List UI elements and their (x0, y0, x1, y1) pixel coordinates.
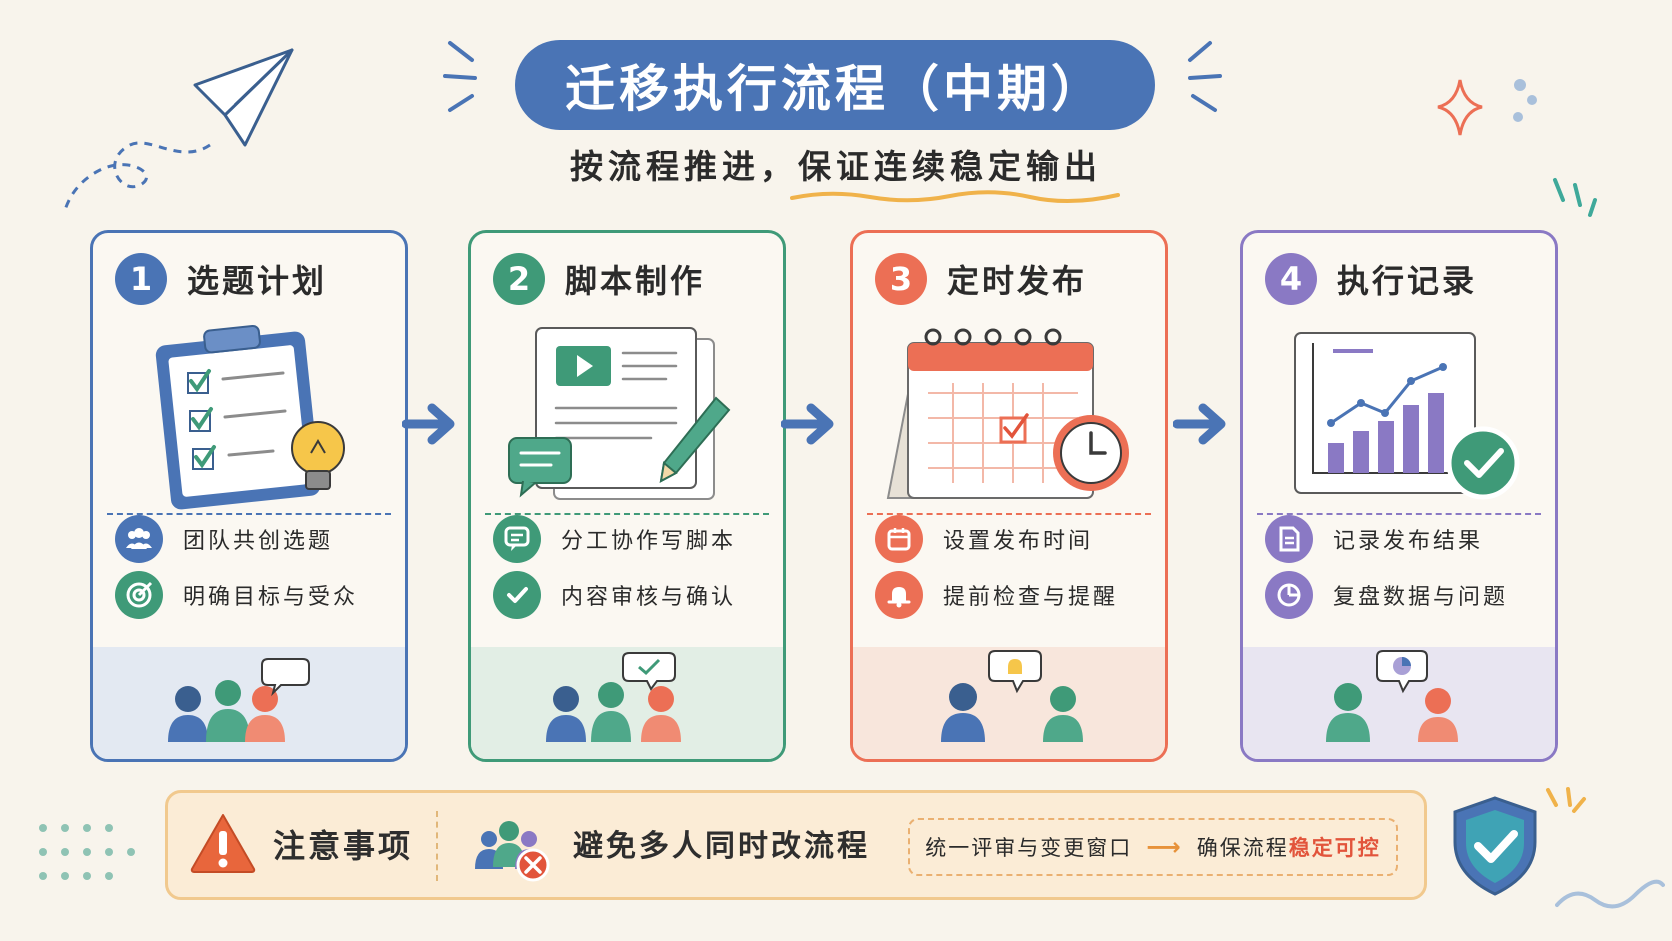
calendar-clock-icon (886, 328, 1129, 499)
notice-box-left: 统一评审与变更窗口 (925, 836, 1133, 860)
step-3-item-1: 设置发布时间 (943, 529, 1094, 554)
step-2-item-2: 内容审核与确认 (561, 585, 737, 610)
step-number-1: 1 (115, 253, 167, 305)
sparkle-lines-yellow-icon (1546, 787, 1586, 813)
sparkle-lines-right-icon (1188, 41, 1222, 112)
notice-detail-box: 统一评审与变更窗口 ⟶ 确保流程稳定可控 (908, 818, 1398, 876)
wave-line-decoration (1555, 879, 1665, 909)
team-icon (115, 515, 163, 563)
step-4-item-2: 复盘数据与问题 (1333, 585, 1509, 610)
notice-box-right: 确保流程 (1196, 836, 1289, 860)
notice-divider (436, 811, 438, 881)
script-document-icon (508, 327, 731, 500)
right-arrow-icon: ⟶ (1146, 833, 1183, 861)
clipboard-checklist-icon (155, 324, 345, 510)
step-title-3: 定时发布 (947, 262, 1088, 300)
notice-bar: 注意事项 避免多人同时改流程 统一评审与变更窗口 ⟶ 确保流程稳定可控 (165, 790, 1427, 900)
team-people-illustration (471, 647, 783, 759)
step-card-1: 1 选题计划 团队共创选题 明确目标与受众 (90, 230, 408, 762)
team-people-illustration (93, 647, 405, 759)
notice-main-text: 避免多人同时改流程 (573, 829, 870, 864)
growth-chart-icon (1294, 332, 1520, 500)
group-forbidden-icon (475, 821, 550, 882)
step-card-3: 3 定时发布 设置发布时间 提前检查与提醒 (850, 230, 1168, 762)
warning-icon (190, 814, 256, 873)
sparkle-lines-teal-icon (1553, 178, 1597, 217)
step-3-item-2: 提前检查与提醒 (943, 585, 1119, 610)
step-card-2: 2 脚本制作 分工协作写脚本 内容审核与确认 (468, 230, 786, 762)
team-people-illustration (853, 647, 1165, 759)
checkmark-icon (493, 571, 541, 619)
step-1-item-2: 明确目标与受众 (183, 585, 359, 610)
star-sparkle-icon (1437, 79, 1537, 136)
flow-arrow-2 (781, 403, 834, 445)
step-title-1: 选题计划 (187, 262, 328, 300)
notice-title: 注意事项 (273, 827, 414, 865)
bell-icon (875, 571, 923, 619)
pie-chart-icon (1265, 571, 1313, 619)
target-icon (115, 571, 163, 619)
sparkle-lines-left-icon (443, 41, 477, 112)
title-banner: 迁移执行流程（中期） (515, 40, 1155, 130)
flow-arrow-3 (1173, 403, 1226, 445)
shield-check-icon (1453, 796, 1537, 896)
chat-doc-icon (493, 515, 541, 563)
notice-box-highlight: 稳定可控 (1288, 836, 1381, 860)
step-title-4: 执行记录 (1337, 262, 1478, 300)
subtitle-underline (790, 190, 1120, 203)
page-title: 迁移执行流程（中期） (565, 60, 1105, 118)
step-number-2: 2 (493, 253, 545, 305)
step-2-item-1: 分工协作写脚本 (561, 529, 737, 554)
step-number-4: 4 (1265, 253, 1317, 305)
step-card-4: 4 执行记录 记录发布结果 复盘数据与问题 (1240, 230, 1558, 762)
calendar-icon (875, 515, 923, 563)
flow-arrow-1 (402, 403, 455, 445)
step-title-2: 脚本制作 (565, 262, 706, 300)
paper-plane-icon (63, 48, 294, 211)
step-4-item-1: 记录发布结果 (1333, 529, 1484, 554)
team-people-illustration (1243, 647, 1555, 759)
dot-grid-decoration (39, 824, 135, 880)
document-icon (1265, 515, 1313, 563)
page-subtitle: 按流程推进，保证连续稳定输出 (570, 147, 1102, 186)
step-number-3: 3 (875, 253, 927, 305)
step-1-item-1: 团队共创选题 (183, 529, 334, 554)
